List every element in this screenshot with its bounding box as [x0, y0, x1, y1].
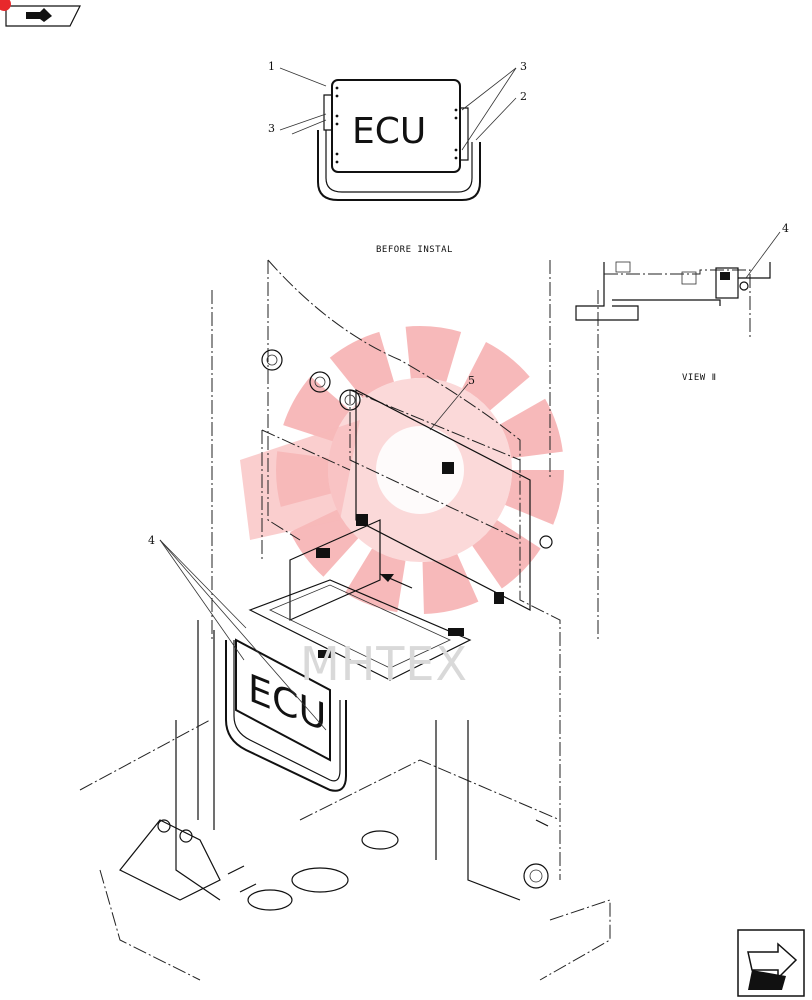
next-page-arrow-icon: [747, 942, 798, 990]
before-install-detail: ECU 1 2 3 3 BEFORE INSTAL: [268, 60, 527, 255]
ecu-unit-main: [235, 638, 331, 762]
ecu-unit-top: [331, 79, 461, 173]
status-dot-icon: [0, 0, 11, 11]
callout-4-main: 4: [148, 534, 155, 547]
back-nav-button[interactable]: [0, 0, 81, 27]
back-arrow-icon: [26, 8, 52, 22]
callout-3-right: 3: [520, 60, 527, 73]
ecu-clip: [715, 267, 739, 299]
callout-3-left: 3: [268, 122, 275, 135]
callout-1: 1: [268, 60, 275, 73]
before-install-caption: BEFORE INSTAL: [376, 245, 453, 255]
callout-4-view: 4: [782, 222, 789, 235]
next-page-button[interactable]: [737, 929, 805, 997]
callout-2: 2: [520, 90, 527, 103]
view-ii-caption: VIEW Ⅱ: [682, 373, 717, 383]
watermark-logo: [240, 326, 564, 614]
main-assembly: 5 ECU: [79, 259, 611, 981]
ecu-label-top: ECU: [352, 111, 426, 152]
view-ii-detail: 4 VIEW Ⅱ: [575, 222, 789, 383]
watermark-text: MHTEX: [300, 637, 468, 691]
callout-5: 5: [468, 374, 475, 387]
